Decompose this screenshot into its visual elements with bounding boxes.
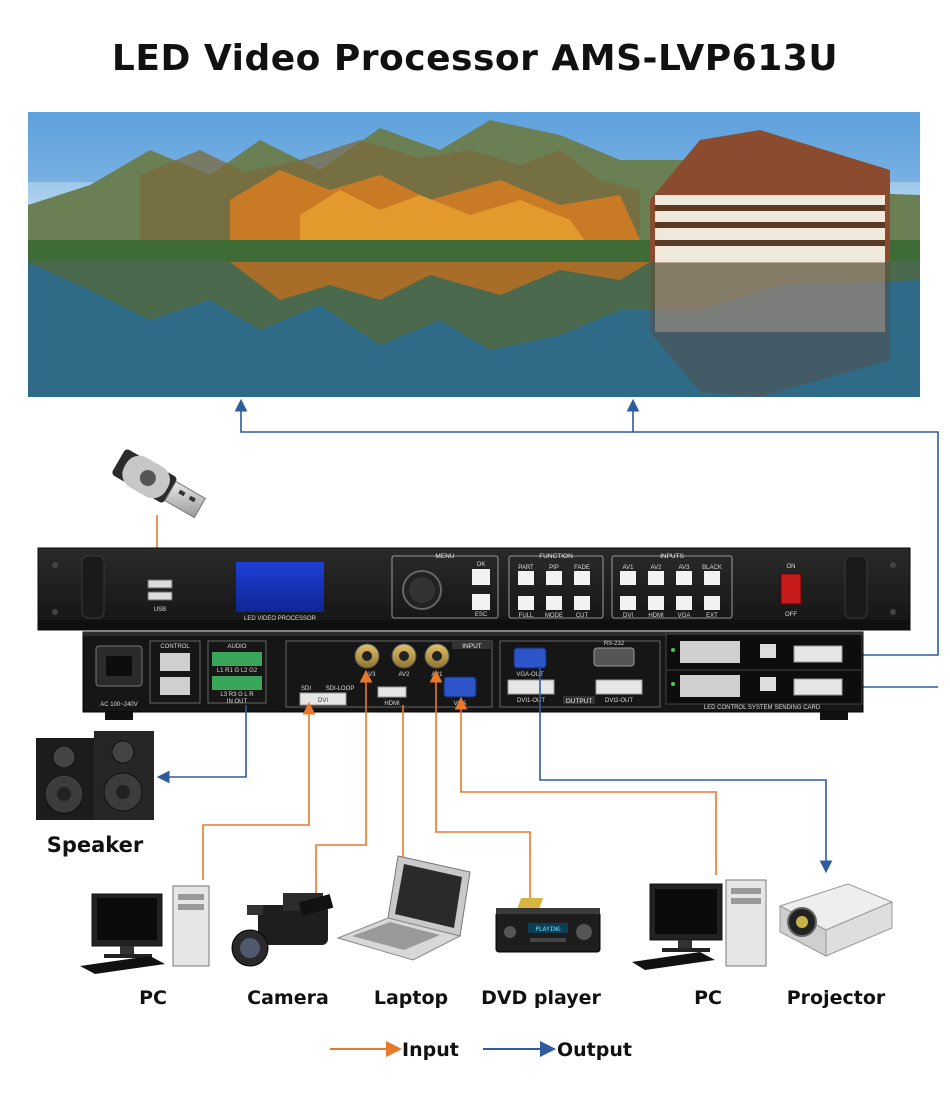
dvi-input-label: DVI (318, 698, 328, 704)
input-hdmi-button-label: HDMI (648, 613, 664, 619)
usb-flash-drive-icon (112, 449, 207, 519)
input-black-button-label: BLACK (702, 565, 722, 571)
esc-button[interactable] (472, 594, 490, 610)
output-legend-label: Output (557, 1039, 632, 1061)
input-av3-button-label: AV3 (679, 565, 691, 571)
pc-label-left: PC (139, 987, 167, 1009)
output-lines (156, 668, 833, 874)
input-av2-button[interactable] (648, 571, 664, 585)
rear-panel: AC 100~240V CONTROL AUDIO L1 R1 G L2 G2 … (82, 631, 864, 720)
input-av1-button[interactable] (620, 571, 636, 585)
dvd-display-text: PLAYING (535, 926, 561, 933)
function-mode-button-label: MODE (545, 613, 563, 619)
menu-group-label: MENU (435, 553, 454, 560)
output-lines-to-screen (234, 398, 939, 688)
inputs-group-label: INPUTS (660, 553, 685, 560)
dvi2-out-label: DVI2-OUT (605, 698, 633, 704)
input-av2-button-label: AV2 (651, 565, 663, 571)
av1-label: AV1 (432, 672, 444, 678)
audio-in-out-labels: IN OUT (227, 699, 248, 705)
page-title: LED Video Processor AMS-LVP613U (111, 38, 839, 79)
usb-port-label: USB (154, 607, 166, 613)
input-section-label: INPUT (462, 643, 482, 650)
dvd-player-label: DVD player (481, 987, 601, 1009)
function-full-button[interactable] (518, 596, 534, 610)
input-legend-label: Input (402, 1039, 459, 1061)
function-part-button-label: PART (518, 565, 534, 571)
projector-label: Projector (787, 987, 886, 1009)
function-pip-button-label: PIP (549, 565, 559, 571)
input-dvi-button[interactable] (620, 596, 636, 610)
sdi-port-label: SDI (301, 686, 311, 692)
front-panel: USB LED VIDEO PROCESSOR MENU OK ESC FUNC… (37, 547, 911, 631)
control-label: CONTROL (160, 644, 190, 650)
audio-top-labels: L1 R1 G L2 G2 (217, 668, 258, 674)
function-cut-button[interactable] (574, 596, 590, 610)
pc-label-right: PC (694, 987, 722, 1009)
output-section-label: OUTPUT (566, 698, 593, 705)
function-part-button[interactable] (518, 571, 534, 585)
power-inlet-label: AC 100~240V (100, 702, 138, 708)
projector-icon (517, 883, 894, 957)
camera-label: Camera (247, 987, 329, 1009)
vga-out-label: VGA-OUT (516, 672, 544, 678)
dvd-player-icon: PLAYING (495, 908, 601, 953)
pc-icon-left (80, 885, 210, 974)
led-screen-landscape (28, 112, 920, 397)
vga-label: VGA (454, 701, 467, 707)
function-pip-button[interactable] (546, 571, 562, 585)
input-vga-button[interactable] (676, 596, 692, 610)
laptop-label: Laptop (374, 987, 448, 1009)
legend: Input Output (330, 1039, 632, 1061)
input-black-button[interactable] (704, 571, 720, 585)
input-av1-button-label: AV1 (623, 565, 635, 571)
sending-card-label: LED CONTROL SYSTEM SENDING CARD (704, 705, 821, 711)
power-on-label: ON (787, 564, 796, 570)
camera-icon (231, 893, 334, 967)
power-switch[interactable] (780, 573, 802, 605)
esc-button-label: ESC (475, 612, 488, 618)
audio-label: AUDIO (227, 644, 246, 650)
laptop-icon (336, 855, 471, 961)
function-mode-button[interactable] (546, 596, 562, 610)
speaker-icon (36, 731, 154, 820)
input-dvi-button-label: DVI (623, 613, 633, 619)
input-av3-button[interactable] (676, 571, 692, 585)
lcd-label: LED VIDEO PROCESSOR (244, 616, 317, 622)
input-ext-button-label: EXT (706, 613, 718, 619)
power-off-label: OFF (785, 612, 797, 618)
function-fade-button[interactable] (574, 571, 590, 585)
hdmi-label: HDMI (384, 701, 400, 707)
function-group-label: FUNCTION (539, 553, 573, 560)
sdi-loop-label: SDI-LOOP (326, 686, 355, 692)
pc-icon-right (632, 879, 767, 970)
dvi1-out-label: DVI1-OUT (517, 698, 545, 704)
speaker-label: Speaker (47, 833, 144, 857)
av2-label: AV2 (399, 672, 411, 678)
ok-button[interactable] (472, 569, 490, 585)
audio-bottom-labels: L3 R3 G L R (220, 692, 254, 698)
input-hdmi-button[interactable] (648, 596, 664, 610)
input-ext-button[interactable] (704, 596, 720, 610)
function-fade-button-label: FADE (574, 565, 590, 571)
rs232-label: RS-232 (604, 641, 625, 647)
input-vga-button-label: VGA (678, 613, 691, 619)
function-full-button-label: FULL (519, 613, 534, 619)
ok-button-label: OK (477, 562, 486, 568)
function-cut-button-label: CUT (576, 613, 589, 619)
input-lines (202, 669, 717, 905)
